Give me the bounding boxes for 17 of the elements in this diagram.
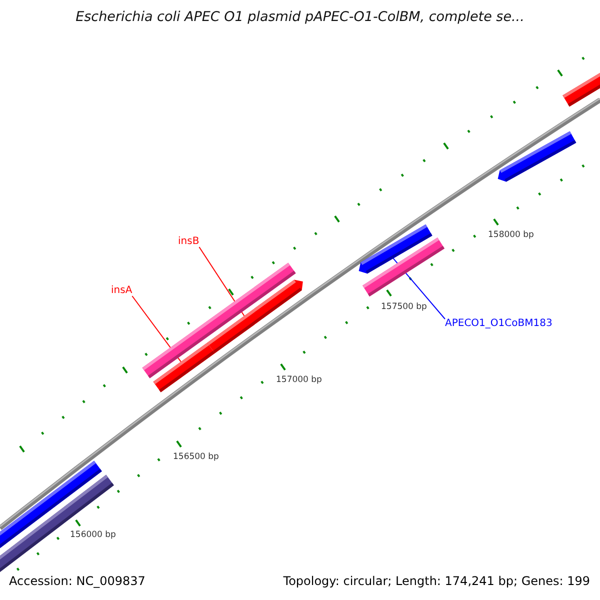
gene-label: insB [178, 237, 200, 247]
scale-label: 158000 bp [488, 231, 534, 240]
gene-bar [153, 342, 215, 392]
scale-label: 157500 bp [381, 303, 427, 312]
scale-label: 157000 bp [276, 376, 322, 384]
gene-arrow [207, 280, 303, 354]
gene-arrow [498, 131, 576, 182]
gene-label: APECO1_O1CoBM183 [445, 319, 552, 329]
footer-text: Accession: NC_009837 [9, 575, 146, 587]
gene-label: insA [111, 286, 132, 296]
scale-label: 156500 bp [173, 453, 219, 462]
gene-bar [562, 72, 600, 107]
map-title: Escherichia coli APEC O1 plasmid pAPEC-O1-ColBM, complete se... [74, 11, 526, 24]
gene-bar [362, 238, 444, 296]
scale-label: 156000 bp [70, 531, 116, 540]
gene-bar [0, 474, 114, 572]
footer-text: Topology: circular; Length: 174,241 bp; Genes: 199 [283, 575, 590, 587]
